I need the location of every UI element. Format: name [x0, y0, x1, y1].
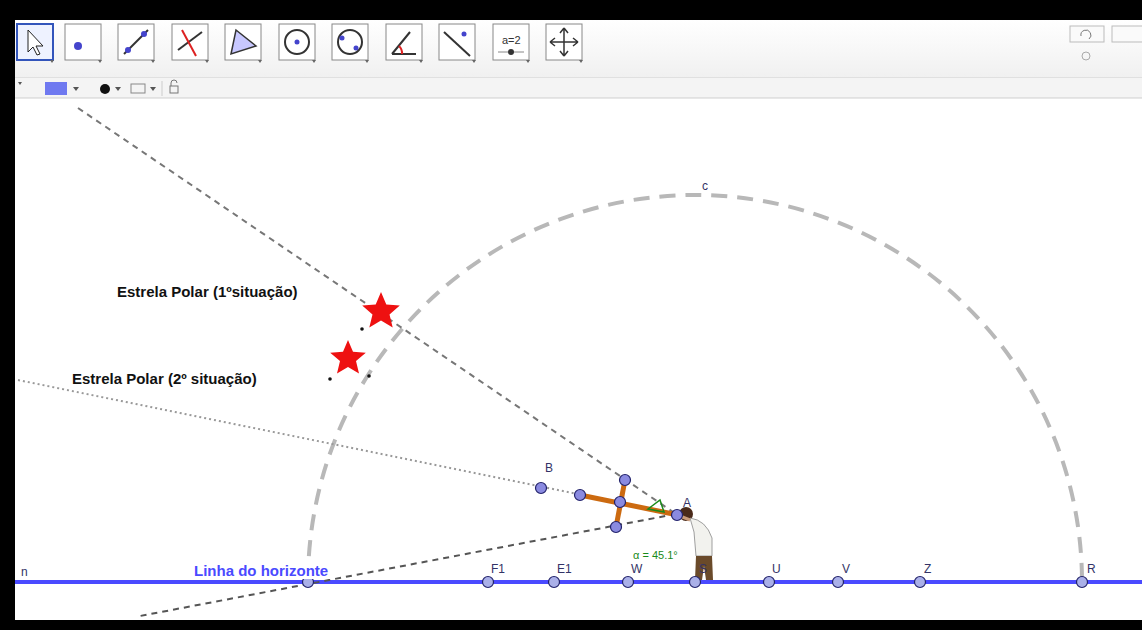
point-label: W	[631, 563, 642, 577]
point-label: U	[772, 563, 781, 577]
point-label: S	[699, 563, 707, 577]
line-label: n	[21, 566, 28, 580]
line-label: Linha do horizonte	[192, 562, 330, 579]
point-label: E1	[557, 563, 572, 577]
tool-icon-text: a=2	[502, 34, 521, 47]
star-label: Estrela Polar (1ºsituação)	[115, 283, 300, 300]
point-label: A	[683, 497, 691, 511]
point-label: B	[545, 462, 553, 476]
observer-figure	[679, 507, 713, 580]
arc-label: c	[702, 180, 708, 194]
point-label: F1	[491, 563, 505, 577]
point-label: Z	[924, 563, 931, 577]
star-label: Estrela Polar (2º situação)	[70, 370, 259, 387]
angle-label: α = 45.1°	[633, 549, 678, 562]
point-label: R	[1087, 563, 1096, 577]
point-label: V	[842, 563, 850, 577]
